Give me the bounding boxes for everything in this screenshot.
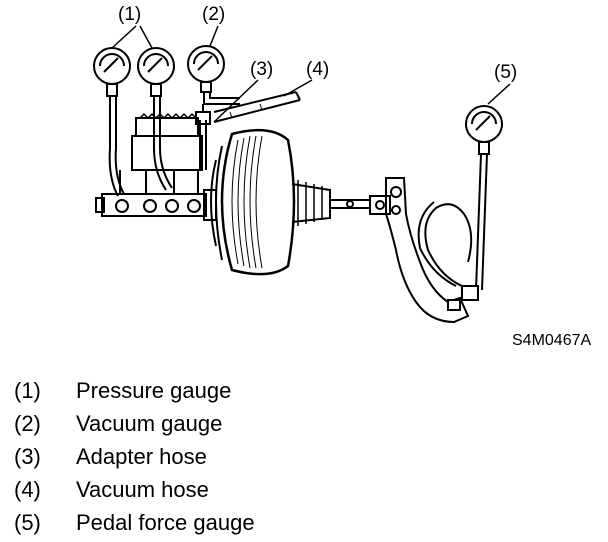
leader-lines xyxy=(111,25,511,123)
brake-pedal xyxy=(385,177,470,324)
legend-list: (1) Pressure gauge (2) Vacuum gauge (3) … xyxy=(14,374,255,539)
vacuum-gauge xyxy=(187,45,225,93)
legend-label: Pressure gauge xyxy=(76,377,232,403)
callout-5: (5) xyxy=(494,62,517,83)
push-rod xyxy=(291,180,391,226)
legend-item: (1) Pressure gauge xyxy=(14,374,255,407)
master-cylinder xyxy=(95,112,217,221)
pressure-gauge-right xyxy=(137,47,175,97)
legend-number: (2) xyxy=(14,410,41,436)
figure-code: S4M0467A xyxy=(512,332,591,349)
legend-number: (1) xyxy=(14,377,41,403)
legend-label: Adapter hose xyxy=(76,443,207,469)
vacuum-hose xyxy=(213,91,301,123)
legend-label: Vacuum gauge xyxy=(76,410,223,436)
brake-booster xyxy=(210,128,296,276)
callout-4: (4) xyxy=(306,59,329,80)
legend-label: Vacuum hose xyxy=(76,476,209,502)
pedal-force-gauge xyxy=(417,105,503,311)
legend-item: (3) Adapter hose xyxy=(14,440,255,473)
legend-number: (5) xyxy=(14,509,41,535)
legend-item: (5) Pedal force gauge xyxy=(14,506,255,539)
legend-number: (4) xyxy=(14,476,41,502)
legend-number: (3) xyxy=(14,443,41,469)
legend-item: (4) Vacuum hose xyxy=(14,473,255,506)
pressure-gauge-left xyxy=(93,47,131,97)
callout-2: (2) xyxy=(202,4,225,25)
callout-3: (3) xyxy=(250,59,273,80)
legend-label: Pedal force gauge xyxy=(76,509,255,535)
legend-item: (2) Vacuum gauge xyxy=(14,407,255,440)
callout-1: (1) xyxy=(118,4,141,25)
gauge-hoses xyxy=(108,92,240,197)
brake-booster-diagram: (1) (2) (3) (4) (5) xyxy=(93,4,591,349)
